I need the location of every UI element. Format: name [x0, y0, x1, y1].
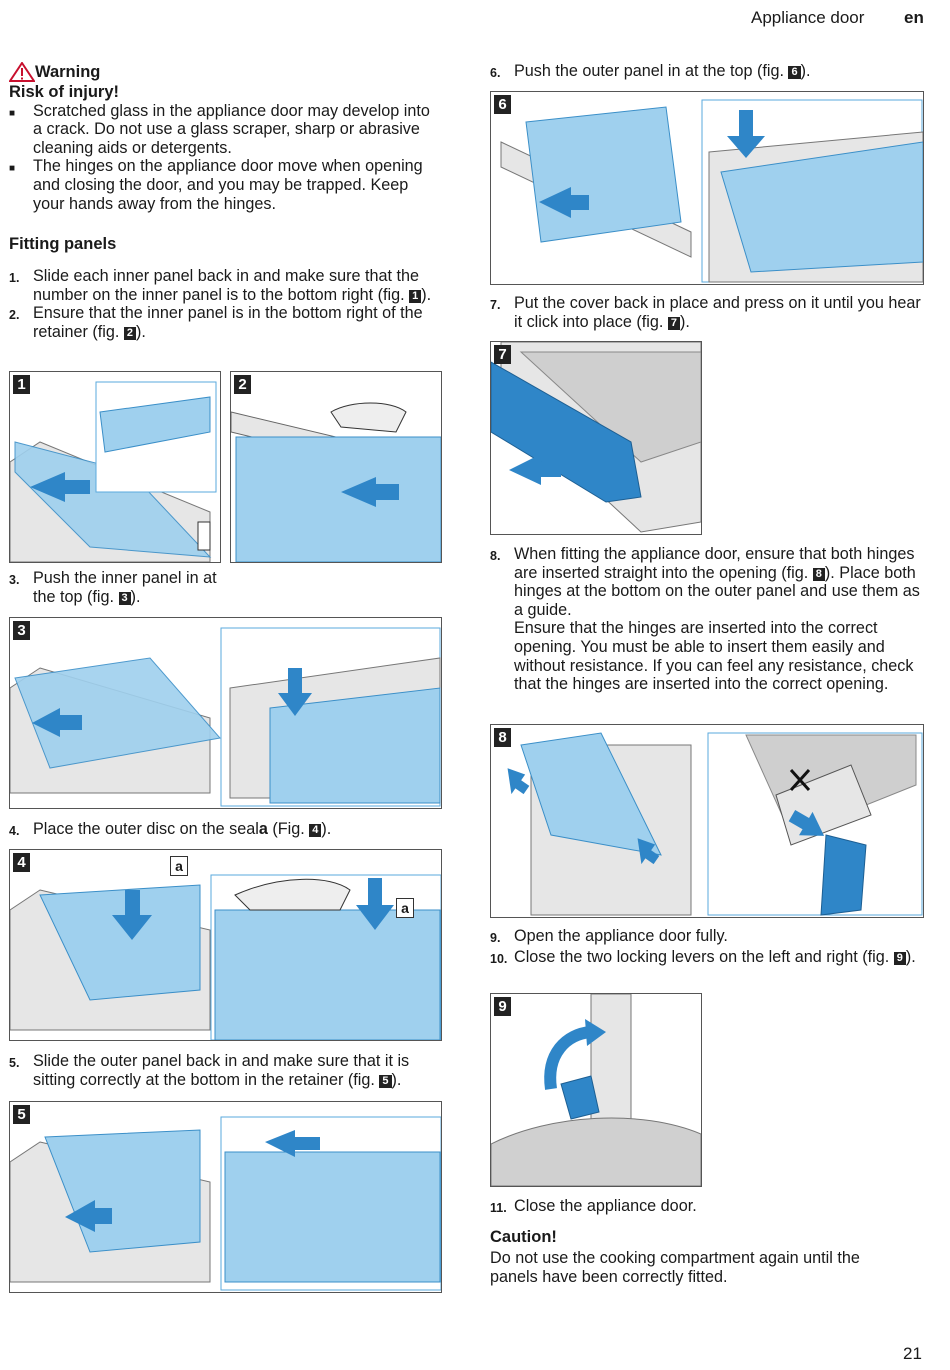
figure-7-label: 7	[494, 345, 511, 364]
warning-item: ■Scratched glass in the appliance door m…	[9, 101, 430, 157]
caution-text: Do not use the cooking compartment again…	[490, 1249, 860, 1286]
warning-block: Warning Risk of injury! ■Scratched glass…	[8, 61, 439, 213]
step-9: 9.Open the appliance door fully.	[490, 927, 728, 945]
step-4: 4.Place the outer disc on the seala (Fig…	[9, 820, 332, 838]
warning-subtitle: Risk of injury!	[9, 83, 120, 101]
step-1: 1.Slide each inner panel back in and mak…	[9, 267, 432, 304]
header-lang: en	[904, 8, 924, 27]
figure-4-callout-a: a	[396, 898, 414, 918]
figure-9-label: 9	[494, 997, 511, 1016]
step-2: 2.Ensure that the inner panel is in the …	[9, 304, 423, 341]
figure-3-label: 3	[13, 621, 30, 640]
figure-4-callout-a: a	[170, 856, 188, 876]
fitting-heading: Fitting panels	[9, 235, 117, 253]
figure-1: 1	[9, 371, 221, 563]
warning-item: ■The hinges on the appliance door move w…	[9, 157, 423, 213]
caution-title: Caution!	[490, 1228, 557, 1246]
figure-2: 2	[230, 371, 442, 563]
step-5: 5.Slide the outer panel back in and make…	[9, 1052, 410, 1089]
figure-6: 6	[490, 91, 924, 285]
step-11: 11.Close the appliance door.	[490, 1197, 697, 1215]
step-10: 10.Close the two locking levers on the l…	[490, 947, 916, 966]
steps-1-2: 1.Slide each inner panel back in and mak…	[9, 267, 439, 341]
figure-4: 4 a a	[9, 849, 442, 1041]
figure-6-label: 6	[494, 95, 511, 114]
figure-2-label: 2	[234, 375, 251, 394]
step-7: 7.Put the cover back in place and press …	[490, 294, 921, 331]
figure-4-label: 4	[13, 853, 30, 872]
warning-triangle-icon	[8, 61, 36, 82]
step-6: 6.Push the outer panel in at the top (fi…	[490, 62, 811, 80]
step-8: 8.When fitting the appliance door, ensur…	[490, 545, 920, 694]
steps-9-10: 9.Open the appliance door fully. 10.Clos…	[490, 927, 930, 968]
page-number: 21	[903, 1344, 922, 1363]
figure-3: 3	[9, 617, 442, 809]
figure-9: 9	[490, 993, 702, 1187]
warning-title: Warning	[35, 62, 101, 81]
figure-8-label: 8	[494, 728, 511, 747]
figure-7: 7	[490, 341, 702, 535]
figure-8: 8	[490, 724, 924, 918]
figure-1-label: 1	[13, 375, 30, 394]
header-section: Appliance door	[751, 8, 865, 27]
figure-5-label: 5	[13, 1105, 30, 1124]
figure-5: 5	[9, 1101, 442, 1293]
step-3: 3.Push the inner panel in at the top (fi…	[9, 569, 217, 606]
